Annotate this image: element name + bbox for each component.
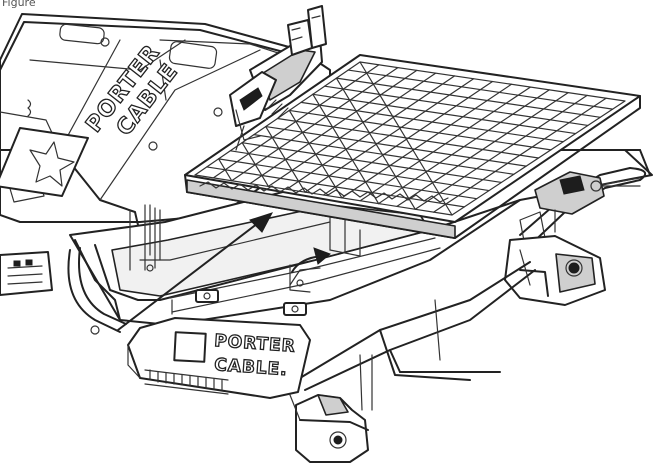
grid-diagonal <box>335 77 416 210</box>
star-logo-icon <box>0 127 89 197</box>
grid-diagonal <box>312 93 380 205</box>
grid-diagonal <box>359 61 453 216</box>
grid-line <box>433 97 607 213</box>
grid-line <box>359 86 531 202</box>
grid-line <box>300 101 564 143</box>
grid-diagonal <box>241 142 270 188</box>
grid-line <box>396 92 569 208</box>
grid-line <box>341 83 513 199</box>
right-foot <box>504 235 606 306</box>
grid-diagonal <box>217 158 233 182</box>
long-arrow-icon <box>117 212 274 331</box>
grid-line <box>322 80 494 196</box>
grid-line <box>288 109 552 151</box>
grid-diagonal <box>265 125 306 193</box>
grid-cutting-table <box>184 54 641 239</box>
front-plate: PORTER CABLE. <box>127 317 311 399</box>
grid-line <box>324 85 589 127</box>
curved-arrow-icon <box>291 247 331 273</box>
grid-line <box>312 93 577 135</box>
grid-line <box>335 77 601 118</box>
grid-diagonal <box>288 109 343 199</box>
lower-frame <box>0 247 536 391</box>
grid-lines <box>194 61 614 216</box>
grid-line <box>414 94 588 210</box>
grid-line <box>377 89 550 205</box>
miter-fence <box>229 5 327 151</box>
grid-line <box>347 69 614 110</box>
guide-rod <box>519 167 647 251</box>
front-foot <box>289 354 373 463</box>
figure-label: Figure <box>2 0 36 9</box>
